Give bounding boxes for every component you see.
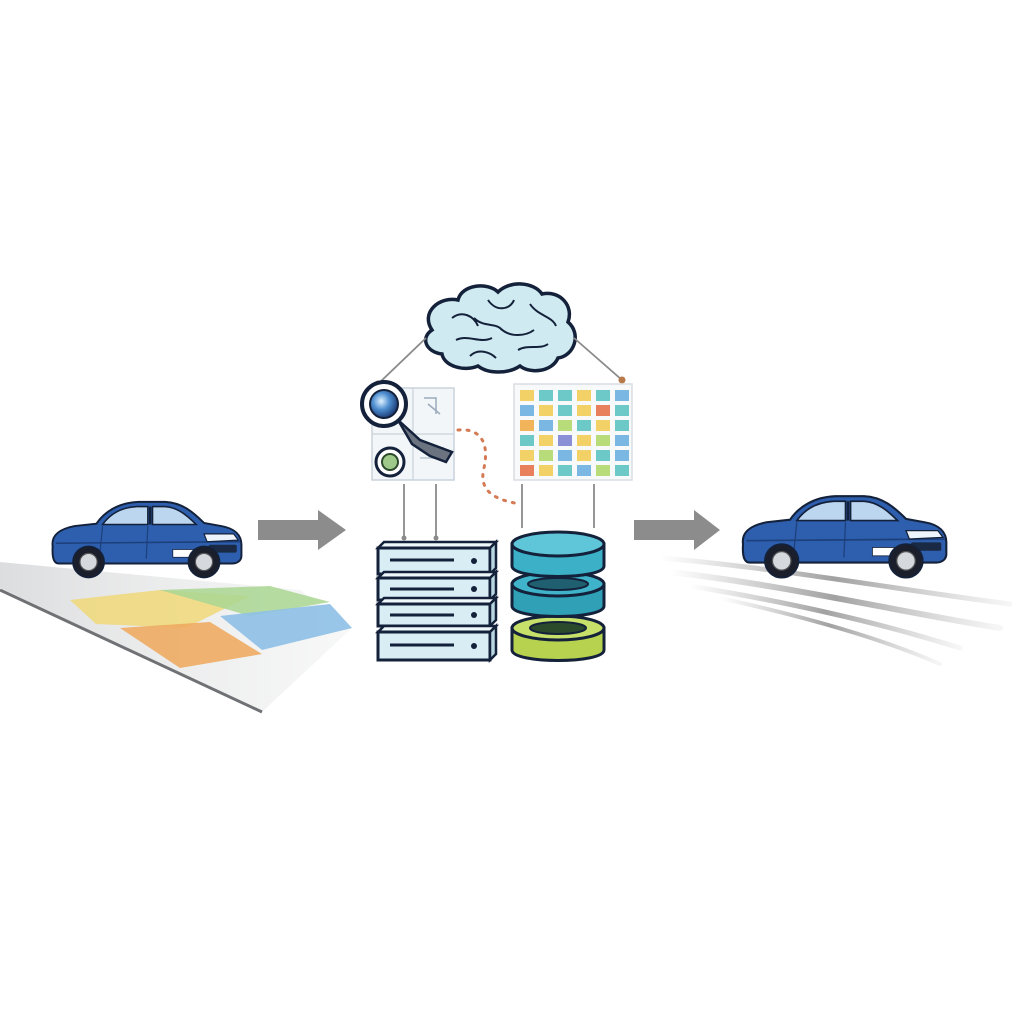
database-ring-middle xyxy=(510,570,606,618)
heatmap-cell xyxy=(615,450,629,461)
heatmap-cell xyxy=(558,450,572,461)
heatmap-cell xyxy=(577,405,591,416)
output-arrow-icon xyxy=(634,510,720,550)
road-tile-blue xyxy=(220,604,352,650)
brain-icon xyxy=(423,282,577,374)
input-arrow-icon xyxy=(258,510,346,550)
heatmap-cell xyxy=(539,420,553,431)
database-ring-bottom xyxy=(510,614,606,662)
heatmap-cell xyxy=(520,405,534,416)
heatmap-cell xyxy=(596,390,610,401)
heatmap-cell xyxy=(539,405,553,416)
input-car-icon xyxy=(51,500,243,579)
heatmap-cell xyxy=(577,435,591,446)
magnifier-icon xyxy=(360,380,454,478)
heatmap-cell xyxy=(596,405,610,416)
heatmap-cell xyxy=(577,465,591,476)
heatmap-cell xyxy=(615,420,629,431)
database-ring-top xyxy=(510,530,606,578)
heatmap-cell xyxy=(596,420,610,431)
heatmap-cell xyxy=(596,465,610,476)
heatmap-cell xyxy=(577,390,591,401)
output-motion-streaks xyxy=(657,555,1013,666)
database-icon xyxy=(510,530,606,662)
road-edge-line xyxy=(0,588,263,714)
node-dot xyxy=(618,376,626,384)
heatmap-cell xyxy=(615,390,629,401)
server-unit xyxy=(374,568,500,604)
grid-heatmap-icon xyxy=(513,383,633,481)
heatmap-cell xyxy=(615,465,629,476)
heatmap-cell xyxy=(520,450,534,461)
heatmap-cell xyxy=(520,390,534,401)
stack-connectors xyxy=(403,484,595,536)
heatmap-cell xyxy=(558,390,572,401)
heatmap-cell xyxy=(615,435,629,446)
heatmap-cell xyxy=(558,465,572,476)
heatmap-cell xyxy=(539,465,553,476)
heatmap-cell xyxy=(520,435,534,446)
road-tile-orange xyxy=(120,622,262,668)
heatmap-cell xyxy=(558,420,572,431)
heatmap-cell xyxy=(539,450,553,461)
output-car-icon xyxy=(741,494,948,579)
node-dot xyxy=(401,535,407,541)
heatmap-cell xyxy=(558,405,572,416)
node-dot xyxy=(433,535,439,541)
heatmap-cell xyxy=(558,435,572,446)
heatmap-cell xyxy=(520,420,534,431)
brain-connectors xyxy=(377,337,623,385)
heatmap-cell xyxy=(615,405,629,416)
server-unit xyxy=(374,622,500,664)
heatmap-cell xyxy=(539,390,553,401)
data-flow-connector xyxy=(456,428,522,506)
heatmap-cell xyxy=(596,450,610,461)
heatmap-cell xyxy=(577,450,591,461)
heatmap-cell xyxy=(520,465,534,476)
input-road xyxy=(0,562,352,714)
server-unit xyxy=(374,538,500,578)
server-icon xyxy=(374,538,500,664)
heatmap-cell xyxy=(539,435,553,446)
heatmap-cell xyxy=(596,435,610,446)
heatmap-cell xyxy=(577,420,591,431)
road-tile-green xyxy=(160,586,330,616)
server-unit xyxy=(374,594,500,630)
